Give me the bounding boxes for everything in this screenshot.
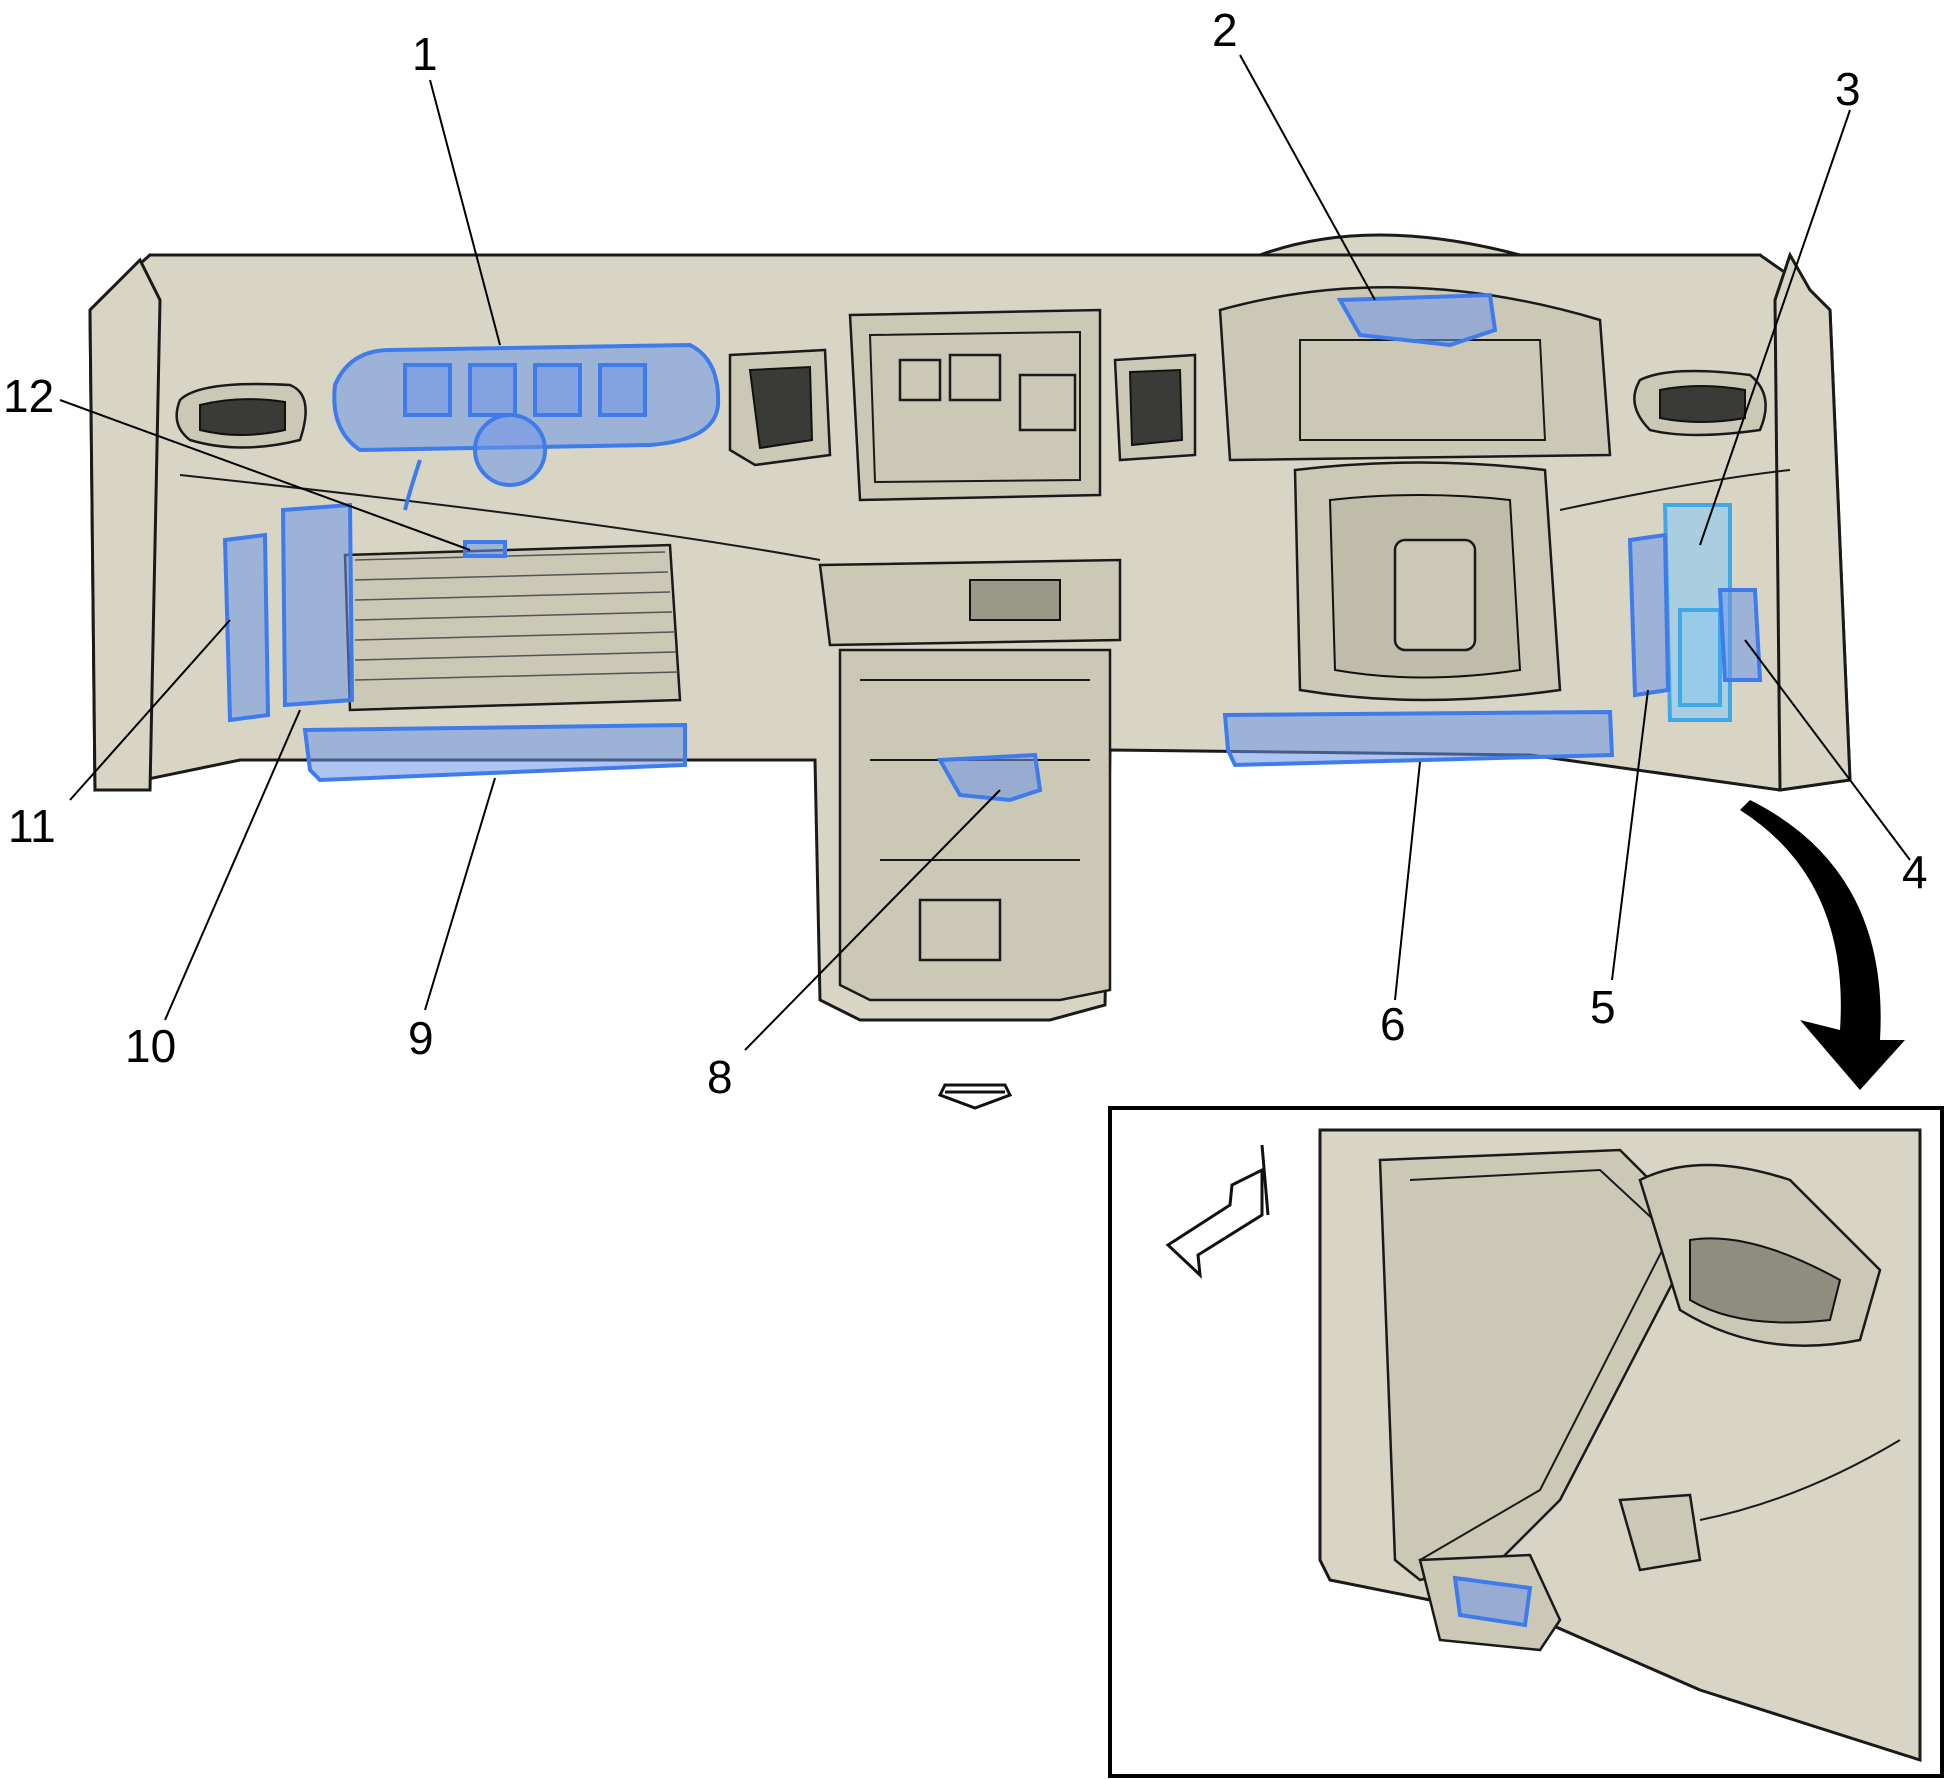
- component-9: [302, 722, 687, 783]
- inset-direction-arrow-icon: [1165, 1144, 1270, 1279]
- detail-view-arrow-icon: [1740, 800, 1905, 1090]
- component-6: [1222, 709, 1615, 768]
- instrument-panel: [88, 233, 1852, 1022]
- callout-11: 11: [8, 800, 56, 852]
- callout-6: 6: [1380, 998, 1406, 1050]
- component-2: [1336, 292, 1498, 348]
- component-11: [222, 532, 271, 723]
- callout-1: 1: [412, 28, 438, 80]
- component-12: [463, 540, 507, 558]
- front-direction-arrow-icon: [937, 1083, 1013, 1110]
- callout-3: 3: [1835, 63, 1861, 115]
- callout-4: 4: [1902, 846, 1928, 898]
- component-8: [936, 752, 1043, 803]
- component-7: [1452, 1575, 1533, 1628]
- callout-5: 5: [1590, 981, 1616, 1033]
- component-1-pocket: [403, 363, 452, 417]
- callout-9: 9: [408, 1012, 434, 1064]
- component-5: [1627, 532, 1671, 698]
- callout-2: 2: [1212, 4, 1238, 56]
- callout-12: 12: [3, 370, 54, 422]
- callout-10: 10: [125, 1020, 176, 1072]
- component-10: [280, 502, 355, 708]
- leader-lines: [59, 54, 1911, 1663]
- callout-8: 8: [707, 1051, 733, 1103]
- component-4: [1717, 588, 1763, 682]
- inset-detail-view: [1108, 1106, 1944, 1778]
- highlighted-components: [222, 292, 1763, 803]
